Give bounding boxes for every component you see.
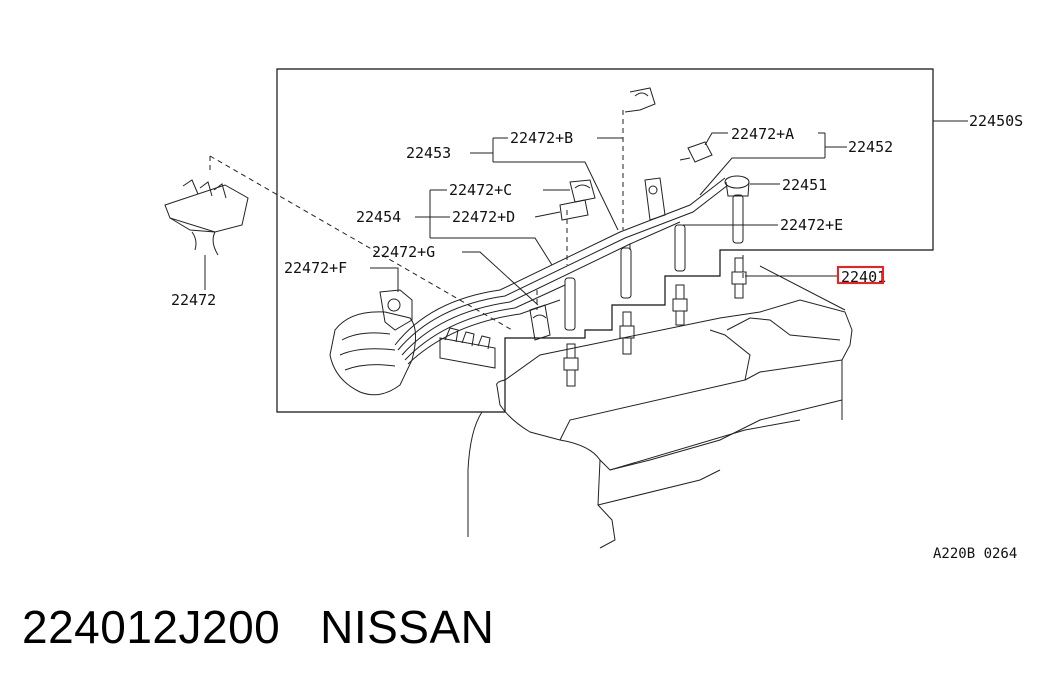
- separate-clip-22472: [164, 179, 249, 256]
- part-caption: 224012J200 NISSAN: [22, 600, 494, 654]
- ignition-wire-diagram: 22450S 22453 22472+B 22472+A 22452 22472…: [164, 68, 1023, 562]
- leader-lines: [204, 132, 847, 306]
- label-22472-d: 22472+D: [452, 208, 515, 226]
- part-number: 224012J200: [22, 601, 281, 653]
- label-22453: 22453: [406, 144, 451, 162]
- label-22451: 22451: [782, 176, 827, 194]
- spark-plug-2: [672, 284, 688, 326]
- label-22472-g: 22472+G: [372, 243, 435, 261]
- label-22472-e: 22472+E: [780, 216, 843, 234]
- distributor: [329, 289, 416, 396]
- wire-clip-d: [559, 199, 589, 221]
- wire-clip-b: [624, 87, 656, 113]
- label-22454: 22454: [356, 208, 401, 226]
- brand-name: NISSAN: [320, 601, 495, 653]
- label-22472-b: 22472+B: [510, 129, 573, 147]
- label-22401[interactable]: 22401: [841, 268, 886, 286]
- wire-clip-a: [679, 141, 713, 163]
- plug-boots: [564, 175, 750, 331]
- highlight-box-22401: [837, 266, 884, 284]
- engine-head-outline: [467, 265, 853, 549]
- assembly-frame: [276, 68, 934, 413]
- label-22450S: 22450S: [969, 112, 1023, 130]
- wire-clip-e: [644, 177, 666, 221]
- label-22472-a: 22472+A: [731, 125, 794, 143]
- wire-clip-c: [569, 179, 596, 203]
- label-22472-f: 22472+F: [284, 259, 347, 277]
- label-22452: 22452: [848, 138, 893, 156]
- wire-clip-head: [439, 327, 496, 369]
- spark-plug-4: [563, 343, 579, 387]
- spark-plug-1: [731, 257, 747, 299]
- diagram-code: A220B 0264: [933, 546, 1017, 562]
- dashed-guides: [209, 110, 744, 331]
- label-22472-c: 22472+C: [449, 181, 512, 199]
- spark-plug-3: [619, 311, 635, 355]
- wire-clip-g: [529, 304, 551, 341]
- label-22472: 22472: [171, 291, 216, 309]
- ignition-wire-bundle: [394, 177, 729, 365]
